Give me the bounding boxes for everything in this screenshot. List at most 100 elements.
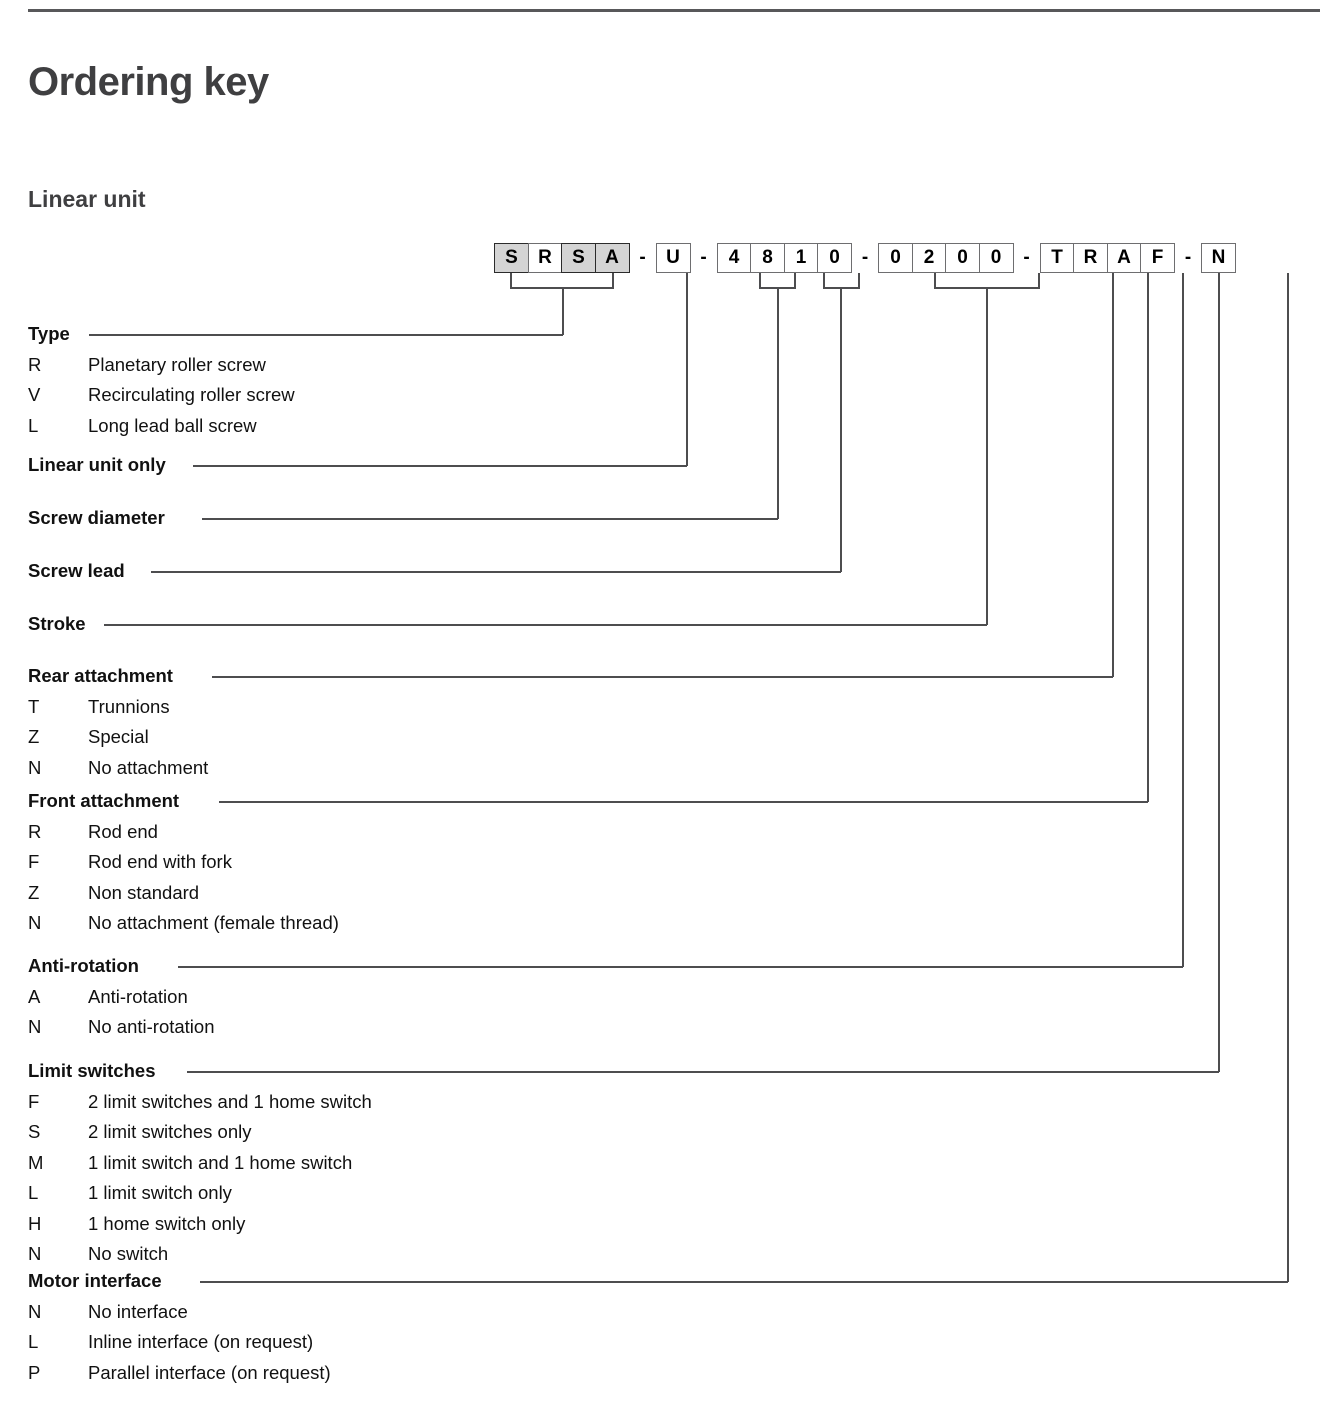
code-cell: 2 [911,243,947,273]
legend-option-row: F Rod end with fork [28,851,339,872]
code-cell: N [1201,243,1236,273]
legend-option-description: Special [88,726,149,747]
legend-heading-screw_diameter: Screw diameter [28,507,165,528]
legend-option-row: N No anti-rotation [28,1016,215,1037]
legend-option-description: 1 home switch only [88,1212,246,1234]
legend-heading-stroke: Stroke [28,613,86,634]
code-cell: 0 [878,243,913,273]
legend-heading-linear_unit_only: Linear unit only [28,454,166,475]
legend-option-description: Recirculating roller screw [88,384,295,405]
legend-option-row: M 1 limit switch and 1 home switch [28,1151,372,1173]
legend-option-code: Z [28,726,40,747]
legend-option-code: N [28,1016,42,1037]
legend-option-code: R [28,820,42,842]
legend-option-row: P Parallel interface (on request) [28,1361,331,1383]
legend-option-code: L [28,1182,39,1203]
code-group-motor-group: N [1201,243,1236,273]
code-cell: 8 [750,243,785,273]
legend-option-description: No attachment (female thread) [88,912,339,933]
code-separator-dash: - [861,247,869,268]
legend-option-description: Rod end [88,820,158,842]
legend-option-code: H [28,1212,42,1234]
code-cell: A [1106,243,1142,273]
page-top-rule [28,9,1320,12]
legend-option-row: L Inline interface (on request) [28,1331,331,1352]
code-separator-dash: - [1184,247,1192,268]
code-cell: R [527,243,563,273]
legend-option-description: Trunnions [88,695,170,717]
legend-option-description: Inline interface (on request) [88,1331,314,1352]
legend-option-code: N [28,756,42,778]
section-title: Linear unit [28,186,146,212]
legend-option-row: H 1 home switch only [28,1212,372,1234]
code-cell: S [494,243,529,273]
legend-heading-rear_attachment: Rear attachment [28,665,173,686]
legend-option-code: F [28,1090,40,1112]
legend-block-linear_unit_only: Linear unit only [28,454,166,475]
code-cell: 0 [817,243,852,273]
legend-option-code: N [28,912,42,933]
code-cell: U [655,243,691,273]
legend-heading-type: Type [28,323,70,344]
legend-heading-limit_switches: Limit switches [28,1060,156,1081]
code-cell: A [594,243,630,273]
legend-option-description: Long lead ball screw [88,414,257,436]
code-separator-dash: - [639,247,646,268]
legend-option-description: No interface [88,1300,188,1322]
legend-option-row: Z Special [28,726,208,747]
legend-option-code: N [28,1243,42,1264]
legend-option-description: Rod end with fork [88,851,232,872]
legend-option-row: R Planetary roller screw [28,353,295,375]
legend-option-description: 1 limit switch and 1 home switch [88,1151,353,1173]
code-cell: 4 [716,243,752,273]
legend-option-description: No switch [88,1243,169,1264]
legend-option-code: L [28,1331,39,1352]
legend-option-code: L [28,414,39,436]
legend-option-code: P [28,1361,41,1383]
legend-option-description: Anti-rotation [88,985,188,1007]
bracket-type [510,273,614,289]
code-cell: F [1140,243,1175,273]
legend-option-code: R [28,353,42,375]
legend-option-description: Planetary roller screw [88,353,266,375]
legend-option-code: F [28,851,40,872]
bracket-screw-diameter [759,273,796,289]
legend-option-code: S [28,1121,41,1142]
code-separator-dash: - [700,247,707,268]
legend-block-screw_lead: Screw lead [28,561,125,581]
legend-option-description: 2 limit switches and 1 home switch [88,1090,372,1112]
code-cell: 0 [978,243,1014,273]
legend-option-row: F 2 limit switches and 1 home switch [28,1090,372,1112]
legend-option-code: M [28,1151,44,1173]
code-cell: 0 [945,243,980,273]
legend-option-description: No anti-rotation [88,1016,215,1037]
legend-heading-anti_rotation: Anti-rotation [28,955,139,976]
legend-option-description: Parallel interface (on request) [88,1361,331,1383]
legend-option-code: T [28,695,40,717]
code-cell: S [561,243,596,273]
legend-option-row: R Rod end [28,820,339,842]
legend-option-row: T Trunnions [28,695,208,717]
code-group-unit-group: U [655,243,691,273]
legend-option-code: Z [28,881,40,903]
code-cell: T [1039,243,1075,273]
code-cell: 1 [783,243,819,273]
bracket-screw-lead [823,273,860,289]
bracket-stroke [934,273,1040,289]
page-title: Ordering key [28,60,269,104]
